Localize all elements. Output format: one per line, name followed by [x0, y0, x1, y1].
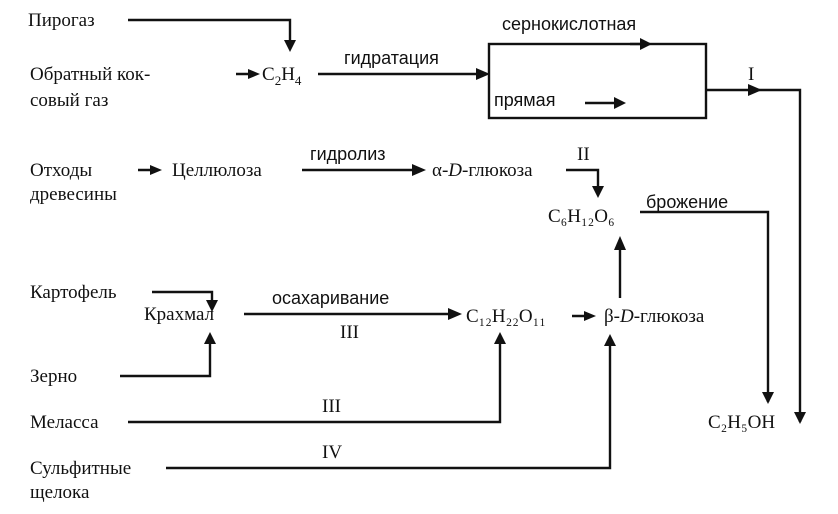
route-number-II: II	[577, 144, 590, 165]
alpha-glucose-label: α-D-глюкоза	[432, 160, 533, 181]
molasses-connector	[128, 338, 502, 424]
source-sulfite-line2: щелока	[30, 482, 90, 503]
source-potato: Картофель	[30, 282, 117, 303]
fermentation-label: брожение	[646, 192, 728, 212]
molasses-arrowhead	[494, 332, 506, 344]
source-grain: Зерно	[30, 366, 77, 387]
source-coke-gas-line1: Обратный кок-	[30, 64, 150, 85]
alpha-glucose-suffix: -глюкоза	[462, 160, 533, 181]
route-I-arrowhead	[794, 412, 806, 424]
route-number-III-molasses: III	[322, 396, 341, 417]
hydrolysis-label: гидролиз	[310, 144, 386, 164]
beta-glucose-d: D	[619, 306, 634, 327]
hydration-arrowhead	[476, 68, 490, 80]
coke-gas-arrowhead	[248, 69, 260, 79]
route-II-arrowhead	[592, 186, 604, 198]
ethanol-formula: C₂H₅OH	[708, 412, 775, 433]
beta-glucose-suffix: -глюкоза	[634, 306, 705, 327]
sucrose-to-beta-arrowhead	[584, 311, 596, 321]
ethylene-sub1: 2	[275, 73, 282, 88]
beta-glucose-prefix: β-	[604, 306, 620, 327]
beta-to-glucose-arrowhead	[614, 236, 626, 250]
route-number-IV: IV	[322, 442, 342, 463]
ethylene-sub2: 4	[295, 73, 302, 88]
saccharification-label: осахаривание	[272, 288, 389, 308]
sucrose-formula: C₁₂H₂₂O₁₁	[466, 306, 546, 327]
route-II-connector	[566, 168, 600, 192]
saccharification-arrowhead	[448, 308, 462, 320]
glucose-formula: C₆H₁₂O₆	[548, 206, 615, 227]
hydration-process-box	[487, 42, 708, 120]
ethylene-h: H	[281, 64, 295, 85]
grain-connector	[120, 338, 212, 378]
source-molasses: Меласса	[30, 412, 99, 433]
source-coke-gas-line2: совый газ	[30, 90, 108, 111]
alpha-glucose-d: D	[447, 160, 462, 181]
grain-arrowhead	[204, 332, 216, 344]
direct-inner-arrowhead	[614, 97, 626, 109]
route-number-I: I	[748, 64, 754, 85]
sulfuric-label: сернокислотная	[502, 14, 636, 34]
sulfite-arrowhead	[604, 334, 616, 346]
wood-arrowhead	[150, 165, 162, 175]
fermentation-connector	[640, 210, 770, 402]
hydrolysis-arrowhead	[412, 164, 426, 176]
ethylene-c: C	[262, 64, 275, 85]
pirogas-arrowhead	[284, 40, 296, 52]
direct-label: прямая	[494, 90, 555, 110]
potato-arrowhead	[206, 300, 218, 312]
alpha-glucose-prefix: α-	[432, 160, 448, 181]
route-number-III-starch: III	[340, 322, 359, 343]
source-sulfite-line1: Сульфитные	[30, 458, 131, 479]
sulfuric-inner-arrowhead	[640, 38, 652, 50]
source-wood-line2: древесины	[30, 184, 117, 205]
sulfite-connector	[166, 340, 612, 470]
fermentation-arrowhead	[762, 392, 774, 404]
starch-label: Крахмал	[144, 304, 215, 325]
source-wood-line1: Отходы	[30, 160, 92, 181]
cellulose-label: Целлюлоза	[172, 160, 262, 181]
beta-glucose-label: β-D-глюкоза	[604, 306, 705, 327]
ethylene-formula: C2H4	[262, 64, 302, 88]
route-I-mid-arrowhead	[748, 84, 762, 96]
source-pirogas: Пирогаз	[28, 10, 95, 31]
hydration-label: гидратация	[344, 48, 439, 68]
route-I-connector	[706, 88, 802, 422]
pirogas-connector	[128, 18, 292, 48]
